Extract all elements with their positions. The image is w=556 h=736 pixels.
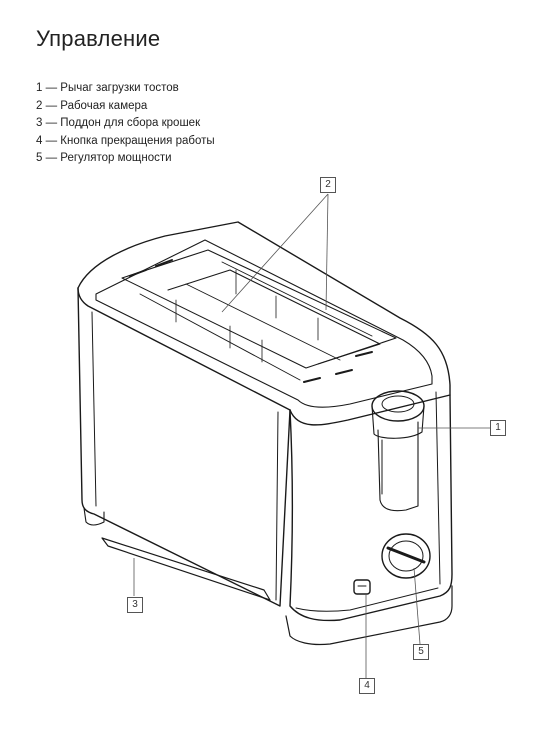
toaster-power-knob-inner — [388, 540, 424, 572]
toaster-right-bottom-curve — [295, 587, 439, 612]
leader-line-5 — [413, 567, 421, 645]
toaster-base — [285, 585, 453, 646]
toaster-vent-3 — [303, 377, 321, 383]
toaster-power-knob-grip — [386, 546, 426, 564]
callout-5: 5 — [413, 644, 429, 660]
toaster-vent-5 — [355, 351, 373, 357]
toaster-slot-guide-a — [139, 293, 301, 381]
parts-legend: 1 — Рычаг загрузки тостов 2 — Рабочая ка… — [36, 80, 215, 168]
callout-2: 2 — [320, 177, 336, 193]
toaster-lever-knob-inner — [381, 395, 415, 413]
toaster-right-edge — [435, 391, 441, 585]
toaster-vent-4 — [335, 369, 353, 375]
toaster-stop-button — [353, 579, 371, 595]
toaster-vent-2 — [155, 259, 173, 267]
toaster-right-panel — [289, 394, 453, 622]
toaster-slot-guide-b — [185, 283, 341, 361]
toaster-left-foot — [83, 507, 105, 526]
toaster-power-knob-outer — [381, 533, 431, 579]
callout-1: 1 — [490, 420, 506, 436]
callout-3: 3 — [127, 597, 143, 613]
toaster-left-inner-edge — [91, 311, 97, 507]
toaster-lever-slot — [377, 421, 419, 512]
toaster-left-panel — [77, 287, 291, 607]
toaster-top-outline — [77, 221, 451, 426]
legend-item-stop-button: 4 — Кнопка прекращения работы — [36, 134, 215, 147]
callout-4: 4 — [359, 678, 375, 694]
legend-item-power-regulator: 5 — Регулятор мощности — [36, 152, 172, 165]
legend-item-crumb-tray: 3 — Поддон для сбора крошек — [36, 117, 201, 130]
toaster-lever-knob-body — [371, 405, 425, 439]
legend-item-chamber: 2 — Рабочая камера — [36, 99, 148, 112]
toaster-slot-divider — [167, 269, 381, 365]
toaster-vent-1 — [129, 269, 147, 277]
leader-line-2b — [221, 193, 329, 313]
toaster-panel-seam — [275, 411, 279, 601]
page-title: Управление — [36, 26, 161, 51]
legend-item-lever: 1 — Рычаг загрузки тостов — [36, 82, 179, 94]
toaster-slot-guide-c — [221, 261, 373, 337]
toaster-top-rim — [95, 239, 433, 408]
toaster-slot-rear — [121, 249, 397, 369]
leader-line-2a — [325, 193, 329, 311]
toaster-crumb-tray — [101, 537, 271, 601]
